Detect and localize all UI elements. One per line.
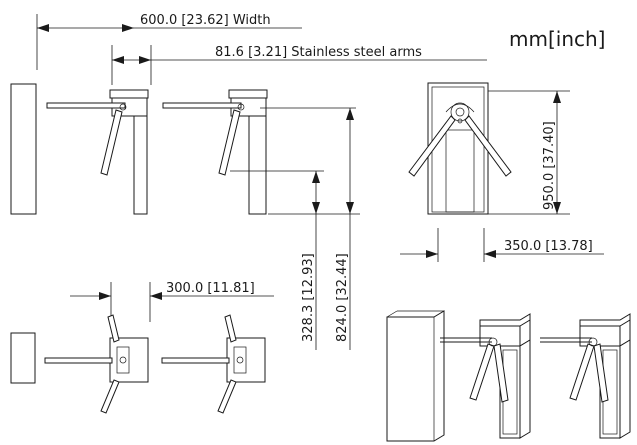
body-height-label: 824.0 [32.44]	[335, 253, 350, 342]
side-view: 328.3 [12.93] 824.0 [32.44]	[10, 83, 360, 350]
height-total-label: 950.0 [37.40]	[542, 121, 557, 210]
arm-width-label: 81.6 [3.21] Stainless steel arms	[215, 45, 422, 60]
overall-width-label: 600.0 [23.62] Width	[140, 13, 271, 28]
unit-label: mm[inch]	[509, 27, 605, 51]
side-unit-2	[162, 89, 268, 215]
side-unit-1	[46, 89, 149, 215]
top-panel-left	[10, 332, 36, 384]
arm-width-dimension: 81.6 [3.21] Stainless steel arms	[111, 45, 487, 85]
side-panel-left	[10, 83, 37, 215]
perspective-view	[386, 310, 631, 442]
overall-width-dimension: 600.0 [23.62] Width	[36, 13, 302, 70]
front-view: 950.0 [37.40] 350.0 [13.78]	[400, 82, 604, 262]
arm-height-label: 328.3 [12.93]	[301, 253, 316, 342]
depth-label: 350.0 [13.78]	[504, 239, 593, 254]
top-unit-1	[44, 314, 149, 414]
top-unit-2	[161, 314, 266, 414]
top-spacing-label: 300.0 [11.81]	[166, 281, 255, 296]
perspective-unit-1	[440, 313, 531, 439]
perspective-unit-2	[540, 313, 631, 439]
top-view: 300.0 [11.81]	[10, 281, 274, 414]
